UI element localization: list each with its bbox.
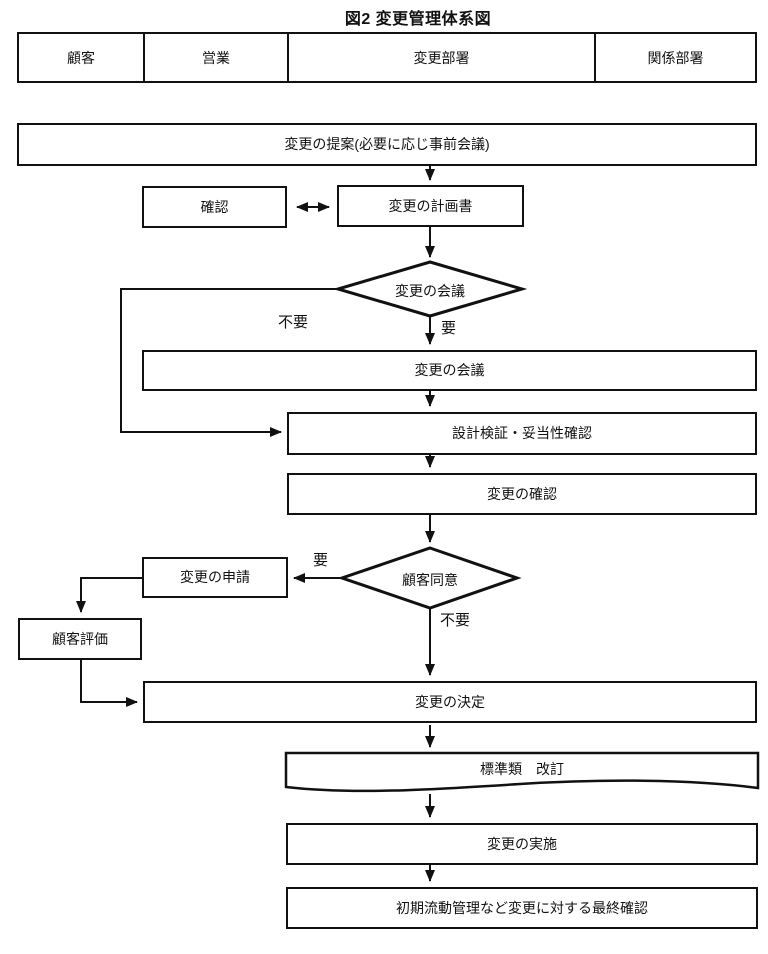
node-change-proposal: 変更の提案(必要に応じ事前会議) (17, 123, 757, 166)
diagram-title: 図2 変更管理体系図 (344, 11, 492, 28)
edge-label-needed-1: 要 (441, 320, 457, 337)
edge-label-not-needed-1: 不要 (278, 314, 309, 331)
node-change-confirm: 変更の確認 (287, 473, 757, 515)
node-design-verify: 設計検証・妥当性確認 (287, 412, 757, 455)
node-change-request: 変更の申請 (142, 557, 288, 598)
edge-eval-to-decide (80, 660, 138, 707)
edge-request-to-eval (76, 577, 142, 613)
lane-header-sales: 営業 (145, 34, 289, 81)
node-customer-consent-label: 顧客同意 (402, 572, 458, 588)
decision-diamond-consent (337, 546, 522, 610)
node-meeting-decision-label: 変更の会議 (395, 283, 465, 299)
node-change-plan-doc: 変更の計画書 (337, 185, 524, 227)
decision-diamond-meeting (332, 260, 528, 318)
node-customer-eval: 顧客評価 (18, 618, 142, 660)
lane-header-customer: 顧客 (19, 34, 145, 81)
lane-header-table: 顧客 営業 変更部署 関係部署 (17, 32, 757, 83)
node-standards-revision-label: 標準類 改訂 (480, 761, 564, 777)
edge-label-needed-2: 要 (313, 552, 329, 569)
node-change-meeting: 変更の会議 (142, 350, 757, 391)
node-final-check: 初期流動管理など変更に対する最終確認 (286, 887, 758, 929)
edge-label-not-needed-2: 不要 (440, 612, 471, 629)
node-change-decide: 変更の決定 (143, 681, 757, 723)
node-change-implement: 変更の実施 (286, 823, 758, 865)
lane-header-related-dept: 関係部署 (647, 49, 704, 66)
lane-header-change-dept: 変更部署 (289, 34, 596, 81)
node-confirm: 確認 (142, 186, 287, 228)
